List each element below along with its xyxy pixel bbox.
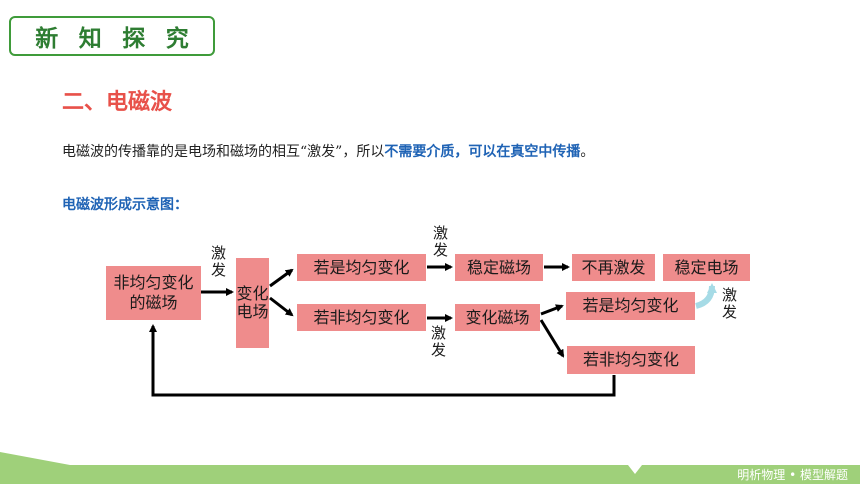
- arrow-feedback-loop: [149, 324, 616, 397]
- intro-end: 。: [580, 144, 595, 160]
- box-stable-electric: 稳定电场: [663, 254, 750, 281]
- footer-triangle: [0, 452, 70, 465]
- arrow-field-to-uniform: [269, 268, 294, 288]
- diagram-subtitle: 电磁波形成示意图：: [62, 197, 188, 213]
- label-excite-4: 激发: [721, 286, 737, 322]
- badge-char-2: 知: [78, 25, 102, 52]
- badge-char-3: 探: [122, 25, 146, 52]
- curved-arrow-to-stable-electric: [695, 283, 717, 309]
- arrow-changing-to-uniform2: [540, 304, 564, 316]
- intro-paragraph: 电磁波的传播靠的是电场和磁场的相互“激发”，所以不需要介质，可以在真空中传播。: [62, 141, 594, 161]
- footer-notch: [628, 465, 642, 474]
- badge-char-1: 新: [35, 25, 59, 52]
- section-title: 二、电磁波: [62, 89, 173, 115]
- footer-text: 明析物理 • 模型解题: [737, 468, 848, 482]
- arrow-changing-to-nonuniform2: [539, 319, 565, 358]
- label-excite-3: 激发: [430, 324, 446, 360]
- label-excite-2: 激发: [432, 224, 448, 260]
- arrow-field-to-nonuniform: [269, 296, 294, 317]
- box-uniform-change: 若是均匀变化: [297, 254, 426, 281]
- intro-emphasis: 不需要介质，可以在真空中传播: [384, 144, 581, 160]
- footer-bar: [0, 465, 860, 484]
- section-badge: 新 知 探 究: [9, 16, 215, 56]
- box-changing-field: 变化电场: [236, 258, 269, 348]
- box-nonuniform-change: 若非均匀变化: [297, 304, 426, 331]
- box-nonuniform-change-2: 若非均匀变化: [567, 346, 695, 374]
- intro-text: 电磁波的传播靠的是电场和磁场的相互“激发”，所以: [62, 144, 385, 160]
- box-stable-magnetic: 稳定磁场: [455, 254, 543, 281]
- label-excite-1: 激发: [210, 244, 226, 280]
- box-no-more: 不再激发: [572, 254, 655, 281]
- box-start: 非均匀变化的磁场: [106, 266, 201, 320]
- box-uniform-change-2: 若是均匀变化: [566, 292, 695, 320]
- badge-char-4: 究: [165, 25, 189, 52]
- box-changing-magnetic: 变化磁场: [455, 304, 540, 331]
